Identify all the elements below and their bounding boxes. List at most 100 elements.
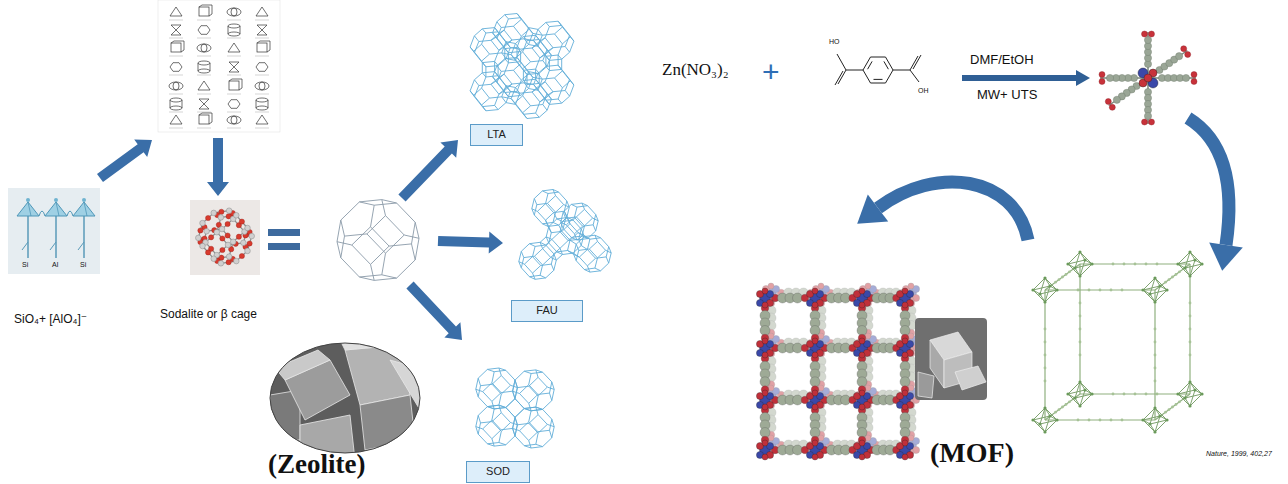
polyhedra-chart [255, 20, 269, 21]
mof-framework [859, 390, 865, 396]
cubic-network [1090, 262, 1093, 265]
cubic-network [1176, 392, 1179, 395]
polyhedra-chart [199, 99, 209, 104]
polyhedra-chart [229, 81, 239, 90]
polyhedra-chart [198, 69, 210, 73]
arrow-head [1209, 243, 1243, 271]
cubic-network [1164, 281, 1167, 284]
cubic-network [1043, 300, 1046, 303]
picture-ground [190, 200, 260, 275]
polyhedra-chart [197, 44, 211, 52]
polyhedra-chart [255, 38, 269, 39]
cubic-network [1044, 328, 1047, 331]
mof-framework [900, 377, 910, 387]
cubic-network [1045, 419, 1155, 420]
sem-frame [270, 343, 420, 453]
cubic-network [1175, 403, 1178, 406]
cubic-network [1065, 403, 1068, 406]
mof-framework [859, 288, 865, 294]
cubic-network [1045, 394, 1080, 420]
group-label: OH [918, 87, 929, 95]
framework-label-box: LTA [470, 124, 523, 146]
mof-framework [812, 302, 818, 308]
cubic-network [1153, 300, 1156, 303]
cubic-network [1075, 394, 1092, 398]
mof-framework [902, 390, 908, 396]
lta-framework [470, 14, 574, 119]
polyhedra-chart [199, 104, 209, 109]
tetrahedra-picture [22, 242, 28, 250]
terephthalic-acid [893, 70, 910, 71]
sodalite-model [214, 229, 220, 235]
cubic-network [1171, 406, 1174, 409]
sodalite-model [230, 239, 236, 245]
mof-framework [762, 302, 768, 308]
sbu-model [1113, 96, 1120, 103]
mof-framework [902, 338, 908, 344]
sod-framework [476, 368, 554, 448]
cubic-network [1155, 264, 1190, 290]
cubic-network [1075, 252, 1080, 268]
polyhedra-chart [255, 112, 269, 113]
mof-framework [902, 404, 908, 410]
cubic-network [1189, 354, 1192, 357]
polyhedra-chart [199, 113, 212, 124]
cubic-network [1044, 380, 1047, 383]
sodalite-model [209, 235, 214, 240]
sbu-model [1099, 31, 1197, 125]
cubic-network [1155, 278, 1167, 290]
cubic-network [1061, 406, 1064, 409]
cubic-network [1155, 408, 1167, 420]
tetrahedra-picture [73, 202, 95, 216]
cubic-network [1045, 264, 1080, 290]
crystal [275, 350, 330, 380]
arrow-head [857, 194, 888, 223]
cubic-network [1048, 414, 1051, 417]
cubic-network [1183, 266, 1186, 269]
group-label: HO [829, 38, 840, 46]
polyhedra-chart [228, 100, 240, 109]
cubic-network [1068, 264, 1080, 276]
terephthalic-acid [886, 70, 894, 83]
truncated-octahedron [337, 200, 419, 281]
mof-framework [812, 338, 818, 344]
polyhedra-chart [227, 112, 241, 113]
polyhedra-chart [255, 128, 269, 129]
polyhedra-chart [257, 41, 270, 52]
mof-framework [768, 283, 774, 289]
sbu-model [1176, 53, 1183, 60]
cubic-network [1143, 420, 1155, 432]
terephthalic-acid [871, 57, 886, 58]
polyhedra-chart [257, 41, 270, 52]
cubic-network [1066, 262, 1069, 265]
framework-code: LTA [471, 128, 522, 142]
mof-framework [902, 302, 908, 308]
cubic-network [1154, 367, 1157, 370]
cubic-network [1185, 264, 1202, 268]
mof-framework [762, 283, 919, 455]
polyhedra-chart [197, 94, 211, 95]
mof-framework [793, 343, 803, 353]
cubic-network [1043, 276, 1046, 279]
sodalite-model [200, 243, 206, 249]
mof-framework [908, 283, 914, 289]
cubic-network [1154, 354, 1157, 357]
terephthalic-acid [846, 70, 863, 71]
cubic-network [1040, 408, 1045, 424]
section-title: (MOF) [930, 437, 1014, 469]
cubic-network [1155, 286, 1160, 302]
polyhedra-chart [198, 26, 210, 35]
crystal [270, 336, 425, 460]
cubic-network [1078, 404, 1081, 407]
cubic-network [1040, 420, 1057, 424]
polyhedra-chart [199, 113, 212, 124]
cubic-network [1079, 341, 1082, 344]
polyhedra-chart [170, 115, 182, 124]
sodalite-model [211, 256, 217, 262]
tetrahedra-picture [50, 242, 56, 250]
polyhedra-chart [171, 41, 184, 52]
cubic-network [1185, 382, 1190, 398]
cubic-network [1158, 284, 1161, 287]
cubic-network [1033, 420, 1045, 432]
